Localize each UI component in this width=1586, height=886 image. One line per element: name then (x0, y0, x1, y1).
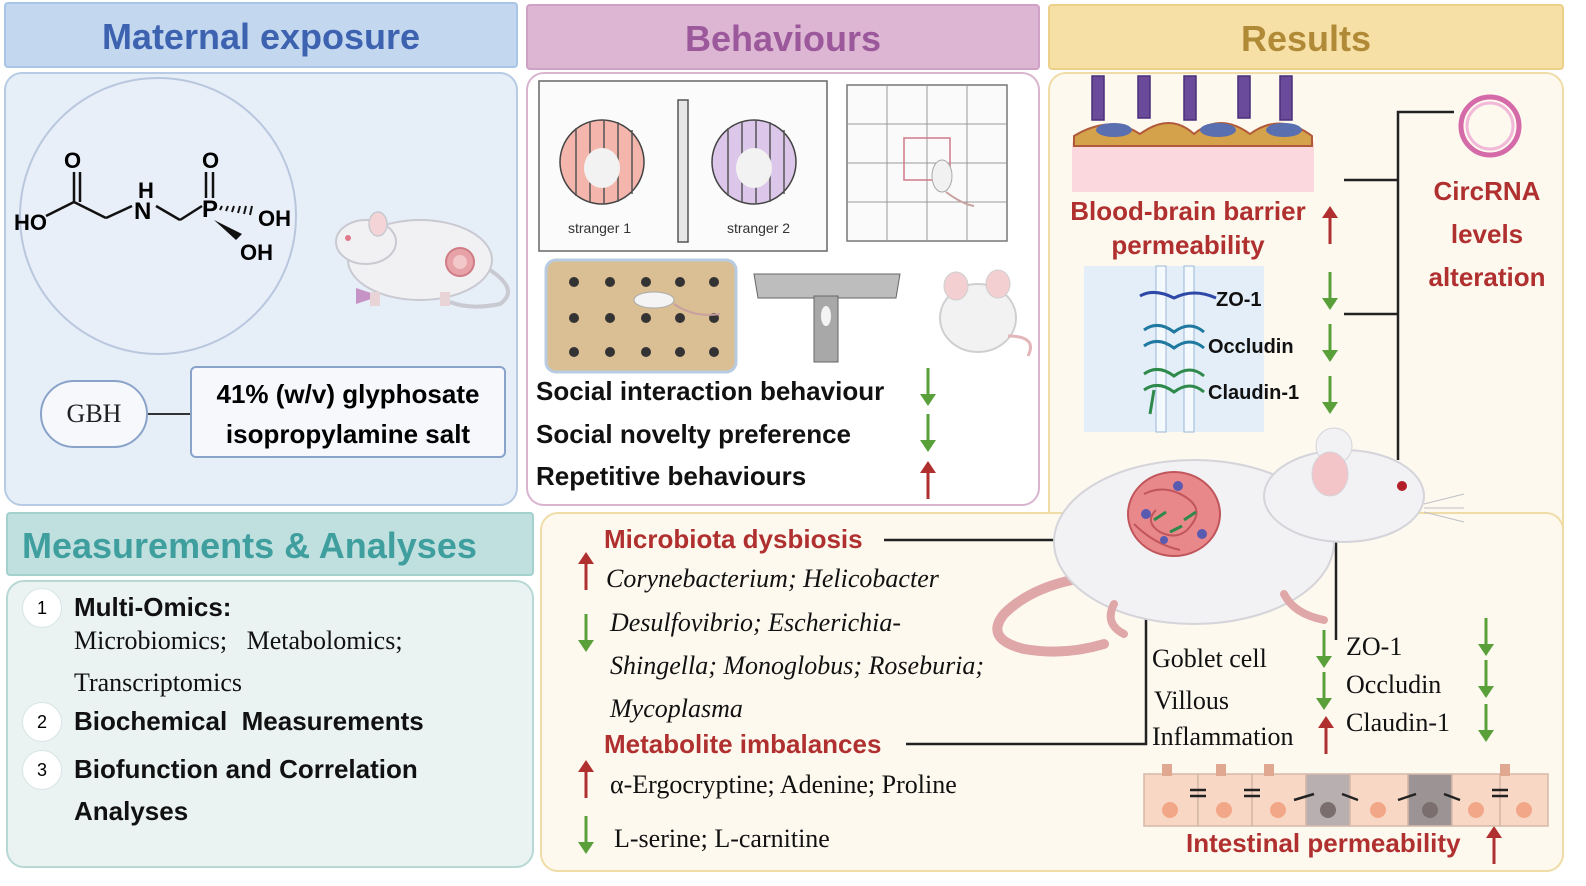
atom-oh-bottom: OH (240, 240, 273, 265)
measurement-detail-1a: Microbiomics; Metabolomics; (74, 626, 403, 655)
gut-claudin1-label: Claudin-1 (1346, 708, 1450, 737)
mouse-with-gut-illustration (992, 427, 1465, 657)
inflammation-up-arrow (1316, 714, 1336, 756)
bbb-permeability-label: Blood-brain barrier permeability (1060, 194, 1316, 262)
down-taxa-line-3: Mycoplasma (610, 694, 743, 723)
maternal-exposure-header: Maternal exposure (4, 2, 518, 68)
measurement-number-3: 3 (22, 750, 62, 790)
gbh-connector (148, 413, 190, 415)
measurements-panel (6, 580, 534, 868)
measurement-title-2: Biochemical Measurements (74, 706, 424, 736)
three-chamber-test (538, 80, 828, 252)
salt-line-2: isopropylamine salt (225, 419, 471, 449)
behaviours-header: Behaviours (526, 4, 1040, 70)
gut-zo1-down-arrow (1476, 616, 1496, 658)
bbb-line-1: Blood-brain barrier (1070, 196, 1306, 226)
atom-h: H (138, 178, 154, 203)
results-header: Results (1048, 4, 1564, 70)
atom-o-right: O (202, 148, 220, 173)
atom-ho: HO (14, 210, 47, 235)
open-field-test (846, 84, 1008, 242)
atom-p: P (202, 196, 219, 223)
measurement-number-1: 1 (22, 588, 62, 628)
gut-occludin-label: Occludin (1346, 670, 1442, 699)
measurements-header: Measurements & Analyses (6, 512, 534, 576)
grooming-mouse-illustration (939, 269, 1032, 357)
measurement-number-2: 2 (22, 702, 62, 742)
atom-o-left: O (64, 148, 82, 173)
stranger-2-label: stranger 2 (727, 220, 791, 236)
bbb-occludin-label: Occludin (1208, 336, 1294, 358)
microbiota-up-arrow (576, 550, 596, 592)
intestinal-epithelium-illustration (1143, 764, 1549, 827)
microbiota-dysbiosis-title: Microbiota dysbiosis (604, 524, 863, 554)
circrna-label: CircRNA levels alteration (1412, 170, 1562, 299)
glyphosate-structure (45, 172, 253, 240)
inflammation-label: Inflammation (1152, 722, 1294, 751)
circrna-ring-icon (1458, 94, 1522, 158)
down-metabolites: L-serine; L-carnitine (614, 824, 830, 853)
t-maze-test (753, 273, 901, 363)
gut-claudin1-down-arrow (1476, 702, 1496, 744)
metabolite-imbalances-title: Metabolite imbalances (604, 729, 882, 759)
circrna-line-2: levels (1450, 219, 1524, 249)
bbb-zo1-label: ZO-1 (1216, 289, 1262, 311)
metabolite-up-arrow (576, 758, 596, 800)
down-taxa-line-2: Shingella; Monoglobus; Roseburia; (610, 651, 985, 680)
behaviour-social-novelty: Social novelty preference (536, 419, 852, 449)
molecule-circle (19, 77, 297, 355)
salt-box: 41% (w/v) glyphosate isopropylamine salt (190, 366, 506, 458)
measurement-title-1: Multi-Omics: (74, 592, 232, 622)
villous-label: Villous (1154, 686, 1230, 715)
microbiota-down-arrow (576, 612, 596, 654)
metabolite-down-arrow (576, 814, 596, 856)
circrna-line-3: alteration (1428, 262, 1546, 292)
behaviour-social-interaction: Social interaction behaviour (536, 376, 885, 406)
stranger-1-label: stranger 1 (568, 220, 632, 236)
blood-brain-barrier-illustration (1072, 75, 1314, 192)
goblet-down-arrow (1314, 628, 1334, 670)
gbh-label: GBH (40, 380, 148, 448)
hole-board-test (544, 258, 738, 374)
measurement-detail-1b: Transcriptomics (74, 668, 243, 697)
up-metabolites: α-Ergocryptine; Adenine; Proline (610, 770, 957, 799)
pregnant-mouse-illustration (280, 211, 510, 309)
villous-down-arrow (1314, 670, 1334, 712)
atom-oh-right: OH (258, 206, 291, 231)
intestinal-permeability-label: Intestinal permeability (1186, 828, 1461, 858)
salt-line-1: 41% (w/v) glyphosate (216, 379, 480, 409)
intestinal-permeability-up-arrow (1484, 824, 1504, 866)
goblet-cell-label: Goblet cell (1152, 644, 1267, 673)
circrna-line-1: CircRNA (1433, 176, 1541, 206)
gut-zo1-label: ZO-1 (1346, 632, 1403, 661)
down-taxa-line-1: Desulfovibrio; Escherichia- (610, 608, 901, 637)
bbb-line-2: permeability (1111, 230, 1265, 260)
up-taxa: Corynebacterium; Helicobacter (606, 564, 939, 593)
atom-n: N (134, 198, 152, 225)
bbb-claudin1-label: Claudin-1 (1208, 382, 1300, 404)
tight-junction-illustration (1084, 265, 1264, 433)
measurement-title-3: Biofunction and Correlation (74, 754, 418, 784)
behaviour-repetitive: Repetitive behaviours (536, 461, 807, 491)
gut-occludin-down-arrow (1476, 658, 1496, 700)
measurement-title-3b: Analyses (74, 796, 189, 826)
